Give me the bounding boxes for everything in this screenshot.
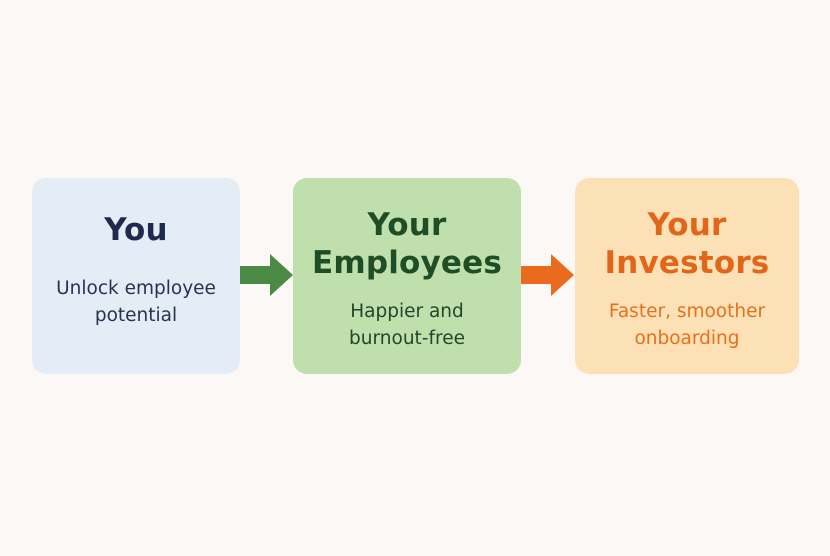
card-employees-description-line-2: burnout-free xyxy=(349,328,465,349)
card-investors: Your Investors Faster, smoother onboardi… xyxy=(575,178,799,374)
card-you-description-line-1: Unlock employee xyxy=(56,278,216,299)
card-you-title-line-1: You xyxy=(104,212,168,248)
card-investors-description-line-2: onboarding xyxy=(634,328,740,349)
card-investors-description: Faster, smoother onboarding xyxy=(609,298,765,352)
card-you-title: You xyxy=(104,211,168,249)
card-employees-title: Your Employees xyxy=(312,206,502,282)
card-employees-description-line-1: Happier and xyxy=(350,301,464,322)
card-you-description-line-2: potential xyxy=(94,305,178,326)
arrow-right-icon-orange xyxy=(521,254,574,296)
card-employees-description: Happier and burnout-free xyxy=(349,298,465,352)
card-investors-description-line-1: Faster, smoother xyxy=(608,301,766,322)
card-investors-title-line-1: Your xyxy=(647,207,727,243)
card-you-description: Unlock employee potential xyxy=(56,275,216,329)
card-employees-title-line-2: Employees xyxy=(311,245,503,281)
card-employees-title-line-1: Your xyxy=(367,207,447,243)
arrow-right-icon-green xyxy=(240,254,293,296)
card-you: You Unlock employee potential xyxy=(32,178,240,374)
card-investors-title: Your Investors xyxy=(605,206,770,282)
card-employees: Your Employees Happier and burnout-free xyxy=(293,178,521,374)
card-investors-title-line-2: Investors xyxy=(604,245,770,281)
